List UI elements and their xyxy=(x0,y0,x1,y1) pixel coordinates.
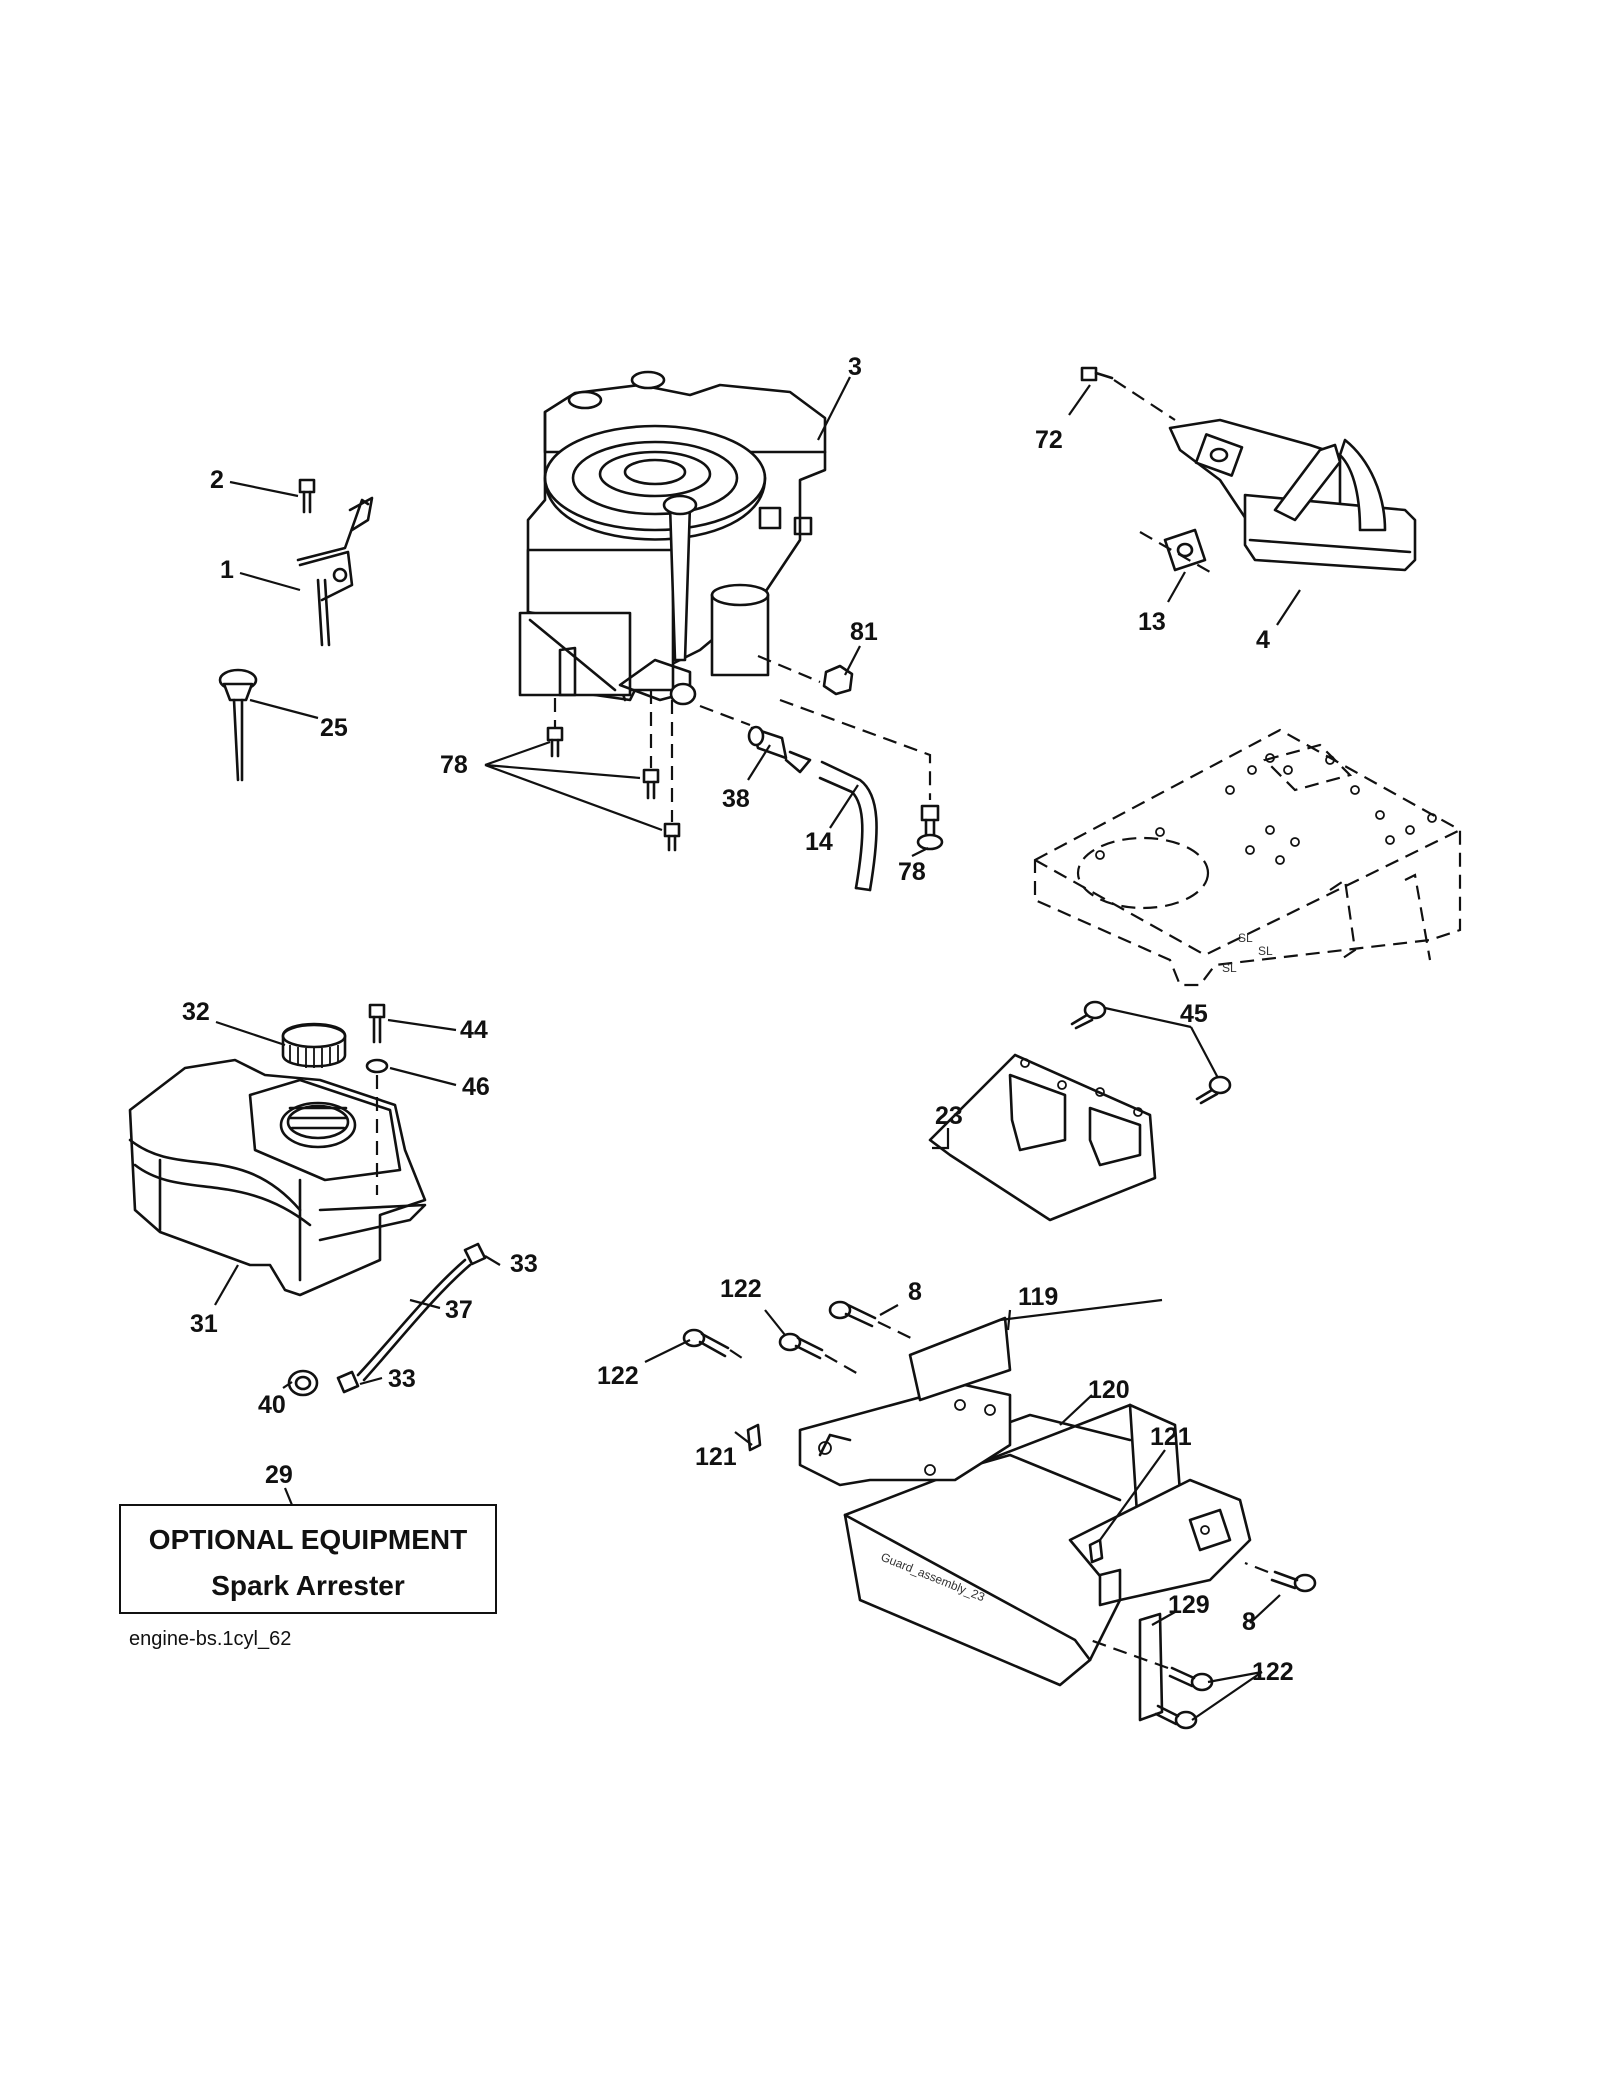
fuel-filter xyxy=(747,725,812,774)
optional-equipment-title: OPTIONAL EQUIPMENT xyxy=(148,1524,468,1555)
leader-lines xyxy=(214,376,1301,1721)
callout-121-left: 121 xyxy=(695,1443,737,1471)
diagram-code: engine-bs.1cyl_62 xyxy=(129,1628,292,1650)
callout-122-right: 122 xyxy=(1252,1658,1294,1686)
callout-4: 4 xyxy=(1256,626,1270,654)
muffler-line xyxy=(1113,379,1176,421)
callout-121-right: 121 xyxy=(1150,1423,1192,1451)
engine xyxy=(518,370,827,706)
mount-mark-2: SL xyxy=(1258,944,1273,958)
clip-121-right xyxy=(1088,1538,1104,1564)
callout-72: 72 xyxy=(1035,426,1063,454)
callout-13: 13 xyxy=(1138,608,1166,636)
callout-33-lower: 33 xyxy=(388,1365,416,1393)
callout-46: 46 xyxy=(462,1073,490,1101)
guard-assembly: Guard_assembly_23 xyxy=(798,1383,1252,1722)
callout-119: 119 xyxy=(1018,1283,1058,1311)
guard-dashed-lines xyxy=(729,1321,1269,1670)
callout-78-right: 78 xyxy=(898,858,926,886)
bolt-8-right xyxy=(1270,1570,1317,1593)
callout-31: 31 xyxy=(190,1310,218,1338)
mounting-plate: SL SL SL xyxy=(1033,728,1462,987)
callout-2: 2 xyxy=(210,466,224,494)
washer-46 xyxy=(365,1058,389,1074)
callout-38: 38 xyxy=(722,785,750,813)
optional-equipment-box: OPTIONAL EQUIPMENT Spark Arrester xyxy=(119,1504,497,1614)
gasket-line xyxy=(1139,531,1211,573)
fuel-tank xyxy=(128,1058,427,1297)
callout-129: 129 xyxy=(1168,1591,1210,1619)
mount-holes xyxy=(1095,753,1437,865)
grommet-40 xyxy=(287,1369,319,1397)
bolt-78-group xyxy=(546,726,944,852)
gasket xyxy=(1163,528,1207,572)
engine-mount-lines xyxy=(553,654,932,822)
choke-knob xyxy=(218,668,258,782)
bolt-45-group xyxy=(1070,1000,1232,1105)
callout-81: 81 xyxy=(850,618,878,646)
callout-45: 45 xyxy=(1180,1000,1208,1028)
mount-mark-1: SL xyxy=(1238,931,1253,945)
callout-numbers: 2 1 3 72 13 4 81 78 38 14 78 25 45 23 32… xyxy=(182,353,1294,1686)
fuel-hose xyxy=(818,760,878,892)
callout-3: 3 xyxy=(848,353,862,381)
bolt-122-left xyxy=(682,1328,730,1358)
bolt-122-right-upper xyxy=(1168,1666,1214,1692)
mount-mark-3: SL xyxy=(1222,961,1237,975)
callout-29: 29 xyxy=(265,1461,293,1489)
bolt-122-right-lower xyxy=(1154,1704,1198,1730)
screw-44 xyxy=(368,1003,386,1044)
bolt-8-upper xyxy=(828,1300,877,1328)
callout-25: 25 xyxy=(320,714,348,742)
callout-32: 32 xyxy=(182,998,210,1026)
callout-1: 1 xyxy=(220,556,234,584)
muffler xyxy=(1168,418,1417,572)
callout-40: 40 xyxy=(258,1391,286,1419)
bolt-122-center xyxy=(778,1332,824,1360)
callout-78-left: 78 xyxy=(440,751,468,779)
callout-122-center: 122 xyxy=(720,1275,762,1303)
callout-33-upper: 33 xyxy=(510,1250,538,1278)
fuel-line-37 xyxy=(356,1258,472,1382)
throttle-bracket xyxy=(296,478,374,647)
callout-8-upper: 8 xyxy=(908,1278,922,1306)
callout-23: 23 xyxy=(935,1102,963,1130)
optional-equipment-subtitle: Spark Arrester xyxy=(211,1570,405,1601)
callout-37: 37 xyxy=(445,1296,473,1324)
fuel-cap xyxy=(281,1022,347,1068)
callout-120: 120 xyxy=(1088,1376,1130,1404)
heat-shield xyxy=(928,1053,1157,1222)
callout-122-left: 122 xyxy=(597,1362,639,1390)
muffler-screw xyxy=(1080,366,1114,382)
callout-44: 44 xyxy=(460,1016,488,1044)
clamp-33-upper xyxy=(463,1242,487,1266)
clamp-33-lower xyxy=(336,1370,360,1394)
clip-121-left xyxy=(746,1423,762,1452)
bracket-119 xyxy=(908,1316,1012,1402)
callout-14: 14 xyxy=(805,828,833,856)
callout-8-right: 8 xyxy=(1242,1608,1256,1636)
